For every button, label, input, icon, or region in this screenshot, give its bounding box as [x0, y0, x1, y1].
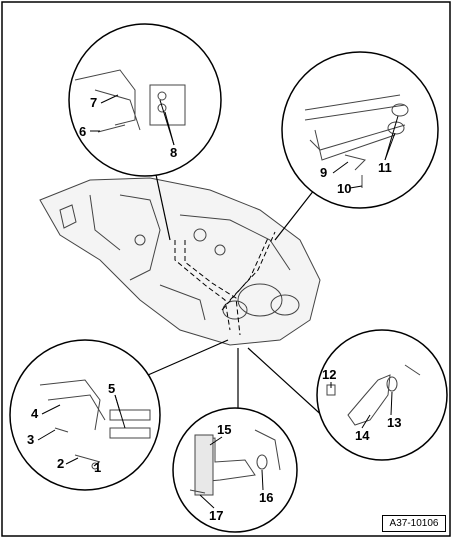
- callout-16: 16: [259, 490, 273, 505]
- callout-17: 17: [209, 508, 223, 523]
- reference-code-box: A37-10106: [382, 515, 446, 532]
- detail-circle-top-right: [281, 51, 439, 209]
- detail-circle-bottom-center: [172, 407, 298, 533]
- detail-circle-bottom-left: [9, 339, 161, 491]
- callout-labels: 1 2 3 4 5 6 7 8 9 10 11 12 13 14 15 16 1…: [27, 95, 401, 523]
- detail-circle-top-left: [68, 23, 222, 177]
- callout-10: 10: [337, 181, 351, 196]
- callout-8: 8: [170, 145, 177, 160]
- callout-2: 2: [57, 456, 64, 471]
- callout-1: 1: [94, 460, 101, 475]
- leader-lines: [147, 169, 328, 432]
- callout-13: 13: [387, 415, 401, 430]
- callout-5: 5: [108, 381, 115, 396]
- callout-3: 3: [27, 432, 34, 447]
- callout-leaders: [37, 94, 399, 509]
- callout-11: 11: [378, 160, 392, 175]
- callout-7: 7: [90, 95, 97, 110]
- callout-14: 14: [355, 428, 370, 443]
- transmission-illustration: [39, 177, 321, 346]
- callout-9: 9: [320, 165, 327, 180]
- callout-12: 12: [322, 367, 336, 382]
- callout-6: 6: [79, 124, 86, 139]
- callout-4: 4: [31, 406, 39, 421]
- callout-15: 15: [217, 422, 231, 437]
- detail-circle-bottom-right: [316, 329, 448, 461]
